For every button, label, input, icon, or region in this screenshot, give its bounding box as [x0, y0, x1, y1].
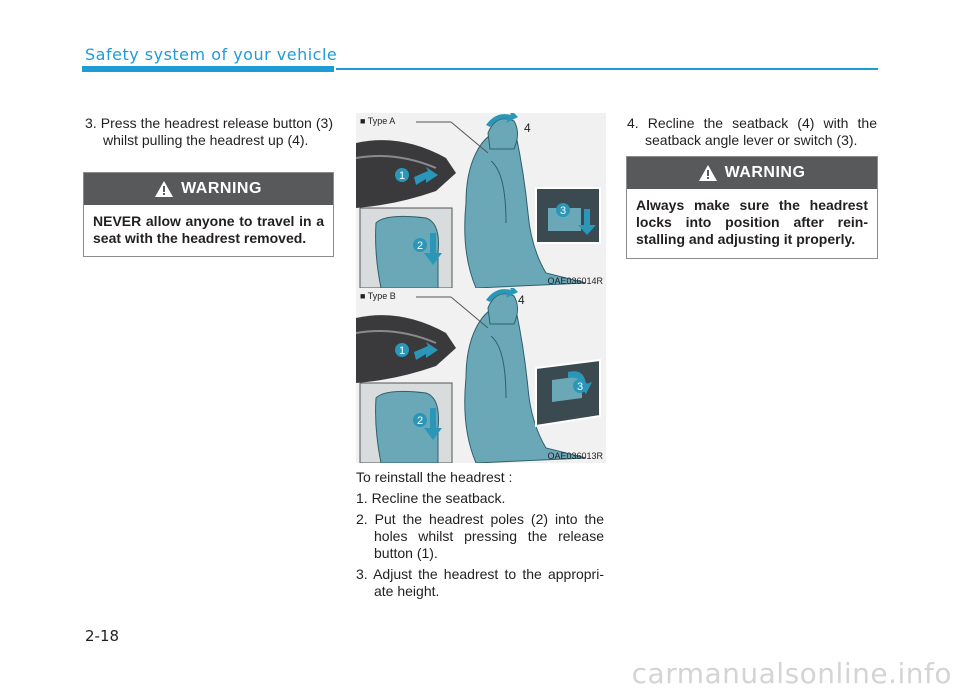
arrow-up-icon: [486, 113, 518, 127]
figure-code: OAE036013R: [547, 451, 603, 461]
right-column: 4. Recline the seatback (4) with the sea…: [627, 115, 877, 153]
step-4-recline: 4. Recline the seatback (4) with the sea…: [627, 115, 877, 148]
callout-1: 1: [399, 345, 405, 357]
warning-box-right: WARNING Always make sure the headrest lo…: [626, 156, 878, 259]
page-number: 2-18: [85, 627, 120, 645]
arrow-push-icon: [414, 167, 438, 185]
figure-type-a: 1 2 3 4 ■ Type A OAE036014R: [356, 113, 606, 288]
callout-3: 3: [577, 381, 583, 393]
arrow-down-icon: [424, 233, 442, 265]
arrow-up-icon: [486, 288, 518, 302]
warning-box-left: WARNING NEVER allow anyone to travel in …: [83, 172, 334, 257]
callout-4: 4: [518, 293, 525, 307]
arrow-down-icon: [424, 408, 442, 440]
header-rule: [336, 68, 878, 70]
figure-type-label: ■ Type B: [360, 291, 396, 301]
reinstall-step-2: 2. Put the headrest poles (2) into the h…: [356, 511, 604, 561]
arrow-push-icon: [414, 342, 438, 360]
figure-type-label: ■ Type A: [360, 116, 395, 126]
warning-text: NEVER allow anyone to travel in a seat w…: [93, 213, 324, 246]
figure-type-b: 1 2 3 4 ■ Type B OAE036013R: [356, 288, 606, 463]
warning-text: Always make sure the headrest locks into…: [636, 197, 868, 247]
header-accent-bar: [82, 66, 334, 72]
middle-column: To reinstall the headrest : 1. Recline t…: [356, 469, 604, 604]
callout-1: 1: [399, 170, 405, 182]
warning-triangle-icon: [698, 165, 717, 181]
footer-watermark[interactable]: carmanualsonline.info: [631, 657, 952, 690]
warning-header: WARNING: [84, 173, 333, 205]
callout-2: 2: [417, 415, 423, 427]
arrow-lever-icon: [578, 209, 596, 235]
reinstall-step-1: 1. Recline the seatback.: [356, 490, 506, 506]
warning-title: WARNING: [181, 180, 262, 197]
figure-code: OAE036014R: [547, 276, 603, 286]
warning-header: WARNING: [627, 157, 877, 189]
reinstall-step-3: 3. Adjust the headrest to the appropri-a…: [356, 566, 604, 599]
callout-4: 4: [524, 121, 531, 135]
reinstall-intro: To reinstall the headrest :: [356, 469, 513, 485]
warning-title: WARNING: [724, 164, 806, 181]
step-3-press-release: 3. Press the headrest release button (3)…: [85, 115, 333, 148]
warning-triangle-icon: [155, 181, 174, 197]
callout-2: 2: [417, 240, 423, 252]
section-title: Safety system of your vehicle: [85, 45, 338, 64]
left-column: 3. Press the headrest release button (3)…: [85, 115, 333, 153]
callout-3: 3: [560, 205, 566, 217]
